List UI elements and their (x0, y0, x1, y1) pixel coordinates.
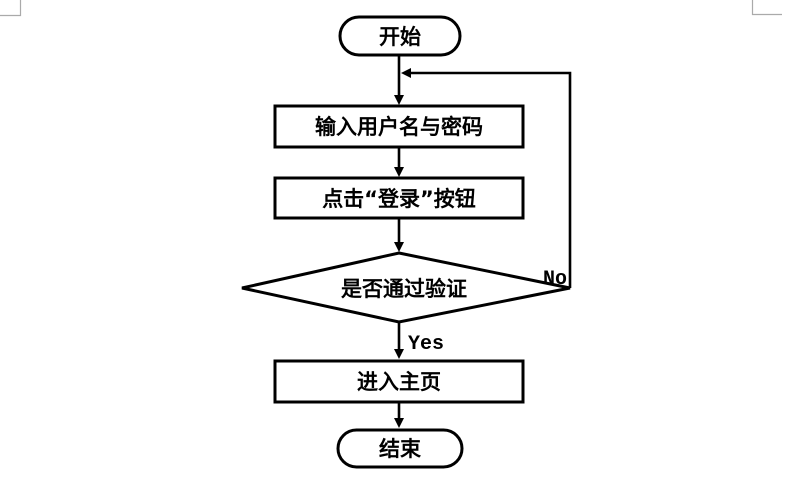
process-click-login: 点击“登录”按钮 (273, 176, 525, 220)
decision-verification: 是否通过验证 (241, 251, 571, 324)
end-node-shape (336, 428, 464, 469)
arrowhead-no-loop (401, 68, 411, 78)
arrowhead-home-to-end (394, 418, 404, 428)
arrowhead-decision-to-home (394, 349, 404, 359)
start-node: 开始 (338, 15, 462, 57)
start-node-label: 开始 (379, 25, 421, 49)
edge-label-yes: Yes (408, 333, 444, 356)
process-input-credentials-label: 输入用户名与密码 (315, 115, 483, 139)
process-input-credentials: 输入用户名与密码 (273, 104, 525, 149)
page-corner-mark-top-left (0, 0, 22, 17)
arrow-no-loop (409, 71, 572, 288)
page-corner-mark-top-right (751, 0, 782, 16)
process-click-login-shape (273, 176, 525, 220)
end-node: 结束 (336, 428, 464, 469)
process-enter-homepage-shape (273, 359, 525, 404)
end-node-label: 结束 (379, 437, 422, 461)
process-enter-homepage: 进入主页 (273, 359, 525, 404)
decision-verification-shape (241, 251, 571, 324)
connectors (394, 55, 572, 428)
process-enter-homepage-label: 进入主页 (357, 370, 441, 394)
arrowhead-click-to-decision (394, 242, 404, 252)
arrowhead-input-to-click (394, 167, 404, 177)
start-node-shape (338, 15, 462, 57)
process-click-login-label: 点击“登录”按钮 (322, 187, 476, 211)
arrowhead-start-to-input (394, 95, 404, 105)
decision-verification-label: 是否通过验证 (341, 277, 467, 301)
process-input-credentials-shape (273, 104, 525, 149)
